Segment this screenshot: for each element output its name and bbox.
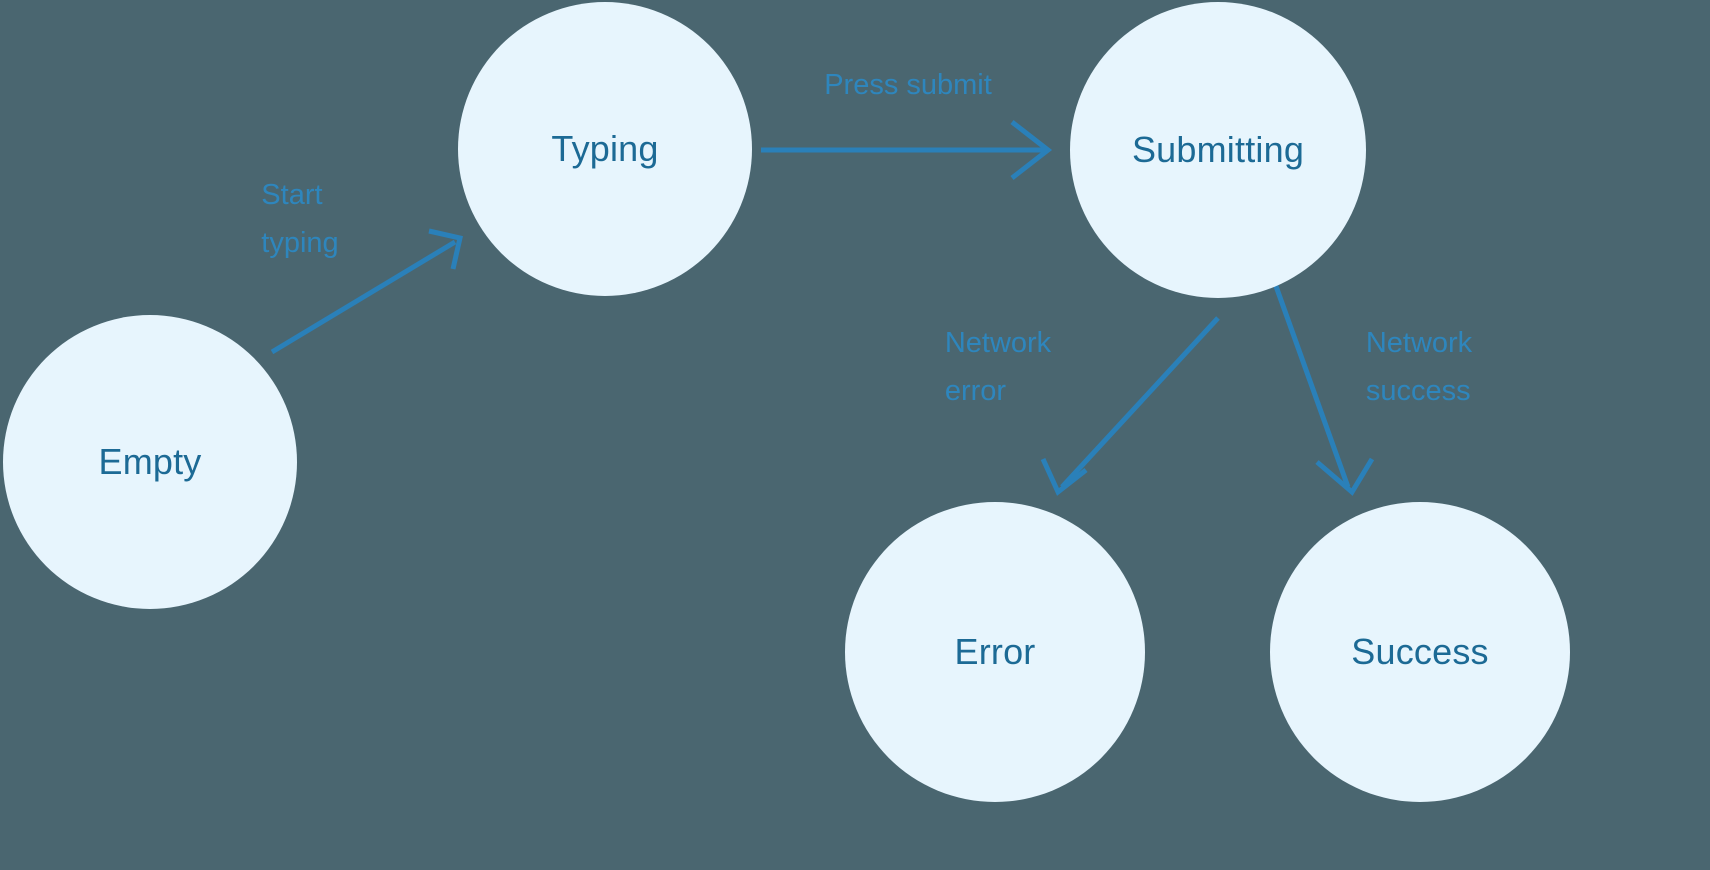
state-node-success[interactable]: Success (1270, 502, 1570, 802)
edge-label-network-success: Network success (1365, 327, 1473, 407)
state-node-empty[interactable]: Empty (3, 315, 297, 609)
state-node-error-label: Error (954, 631, 1036, 673)
edge-label-network-error: Network error (944, 327, 1052, 407)
state-node-submitting[interactable]: Submitting (1070, 2, 1366, 298)
edge-typing-to-submitting (761, 120, 1053, 180)
edge-empty-to-typing (270, 228, 463, 355)
state-node-success-label: Success (1351, 631, 1489, 673)
edge-submitting-to-error (1040, 316, 1220, 496)
edge-label-press-submit: Press submit (824, 69, 992, 101)
state-node-typing[interactable]: Typing (458, 2, 752, 296)
state-node-error[interactable]: Error (845, 502, 1145, 802)
edge-submitting-to-success (1269, 274, 1375, 496)
edge-label-start-typing: Start typing (261, 179, 339, 259)
state-node-submitting-label: Submitting (1131, 129, 1305, 171)
state-node-empty-label: Empty (98, 441, 202, 483)
state-node-typing-label: Typing (551, 128, 659, 170)
